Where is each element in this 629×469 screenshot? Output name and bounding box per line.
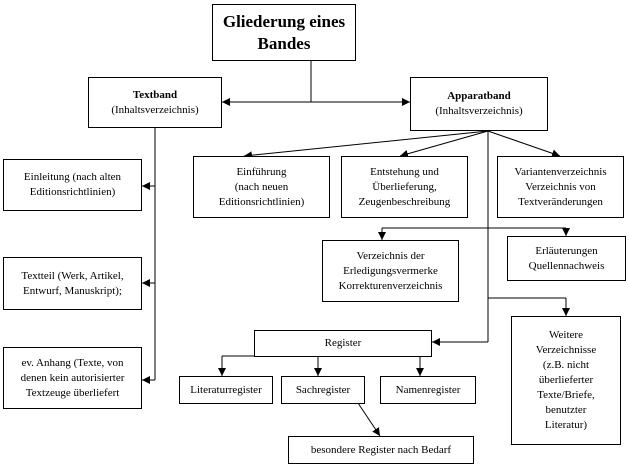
weitere-line-5: Texte/Briefe, [537, 389, 595, 401]
einfuehrung-line-3: Editionsrichtlinien) [218, 195, 305, 208]
entstehung-node: Entstehung und Überlieferung, Zeugenbesc… [341, 156, 468, 218]
erledigung-node: Verzeichnis der Erledigungsvermerke Korr… [322, 240, 459, 302]
register-node: Register [254, 330, 432, 357]
textteil-line-2: Entwurf, Manuskript); [23, 284, 122, 297]
erledigung-line-2: Erledigungsvermerke [343, 264, 438, 277]
einleitung-node: Einleitung (nach alten Editionsrichtlini… [3, 159, 142, 211]
einfuehrung-line-1: Einführung [236, 165, 287, 178]
erledigung-line-3: Korrekturenverzeichnis [338, 279, 443, 292]
erlaeuterungen-node: Erläuterungen Quellennachweis [507, 236, 626, 281]
varianten-node: Variantenverzeichnis Verzeichnis von Tex… [497, 156, 624, 218]
literaturregister-node: Literaturregister [179, 376, 273, 404]
apparatband-title: Apparatband [447, 90, 511, 102]
erlaeuterungen-line-2: Quellennachweis [528, 259, 605, 272]
erledigung-line-1: Verzeichnis der [356, 249, 425, 262]
textteil-node: Textteil (Werk, Artikel, Entwurf, Manusk… [3, 257, 142, 310]
erlaeuterungen-line-1: Erläuterungen [535, 244, 598, 257]
besondere-register-label: besondere Register nach Bedarf [310, 443, 452, 456]
entstehung-line-2: Überlieferung, [372, 180, 437, 193]
varianten-line-3: Textveränderungen [518, 195, 603, 208]
textband-subtitle: (Inhaltsverzeichnis) [111, 103, 199, 116]
weitere-line-7: Literatur) [544, 419, 588, 431]
anhang-line-3: Textzeuge überliefert [25, 386, 120, 399]
textband-node: Textband (Inhaltsverzeichnis) [88, 77, 222, 128]
root-node: Gliederung eines Bandes [212, 4, 356, 61]
anhang-line-1: ev. Anhang (Texte, von [21, 356, 124, 369]
textband-title: Textband [132, 88, 178, 101]
einfuehrung-line-2: (nach neuen [234, 180, 289, 193]
root-title-line-1: Gliederung eines [222, 11, 346, 31]
apparatband-node: Apparatband (Inhaltsverzeichnis) [410, 77, 548, 131]
einleitung-line-2: Editionsrichtlinien) [29, 186, 116, 198]
weitere-line-2: Verzeichnisse [535, 344, 597, 356]
namenregister-label: Namenregister [395, 383, 461, 396]
anhang-line-2: denen kein autorisierter [20, 371, 125, 384]
weitere-line-3: (z.B. nicht [542, 359, 590, 371]
einfuehrung-node: Einführung (nach neuen Editionsrichtlini… [193, 156, 330, 218]
entstehung-line-1: Entstehung und [370, 165, 439, 178]
anhang-node: ev. Anhang (Texte, von denen kein autori… [3, 347, 142, 409]
einleitung-line-1: Einleitung (nach alten [23, 171, 122, 183]
weitere-line-4: überlieferter [538, 374, 594, 386]
sachregister-node: Sachregister [281, 376, 365, 404]
entstehung-line-3: Zeugenbeschreibung [358, 195, 451, 208]
apparatband-subtitle: (Inhaltsverzeichnis) [435, 105, 523, 117]
weitere-verzeichnisse-node: Weitere Verzeichnisse (z.B. nicht überli… [511, 316, 621, 445]
varianten-line-2: Verzeichnis von [525, 180, 596, 193]
weitere-line-1: Weitere [549, 329, 583, 341]
besondere-register-node: besondere Register nach Bedarf [288, 436, 474, 464]
weitere-line-6: benutzter [545, 404, 587, 416]
varianten-line-1: Variantenverzeichnis [514, 165, 607, 178]
literaturregister-label: Literaturregister [190, 383, 262, 396]
textteil-line-1: Textteil (Werk, Artikel, [21, 269, 124, 282]
register-label: Register [324, 337, 362, 349]
namenregister-node: Namenregister [380, 376, 476, 404]
sachregister-label: Sachregister [295, 383, 351, 396]
root-title-line-2: Bandes [257, 33, 311, 53]
